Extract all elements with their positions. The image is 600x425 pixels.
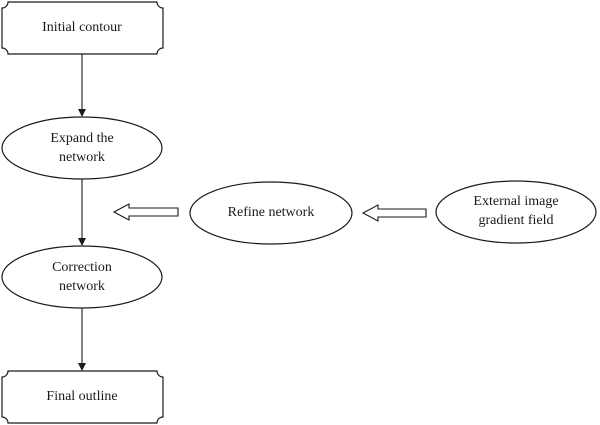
hollow-arrow-external-to-refine [361,204,427,222]
final-outline-label: Final outline [46,389,117,404]
external-field-ellipse [435,180,597,244]
expand-network-label-line1: Expand the [50,131,113,146]
arrowhead-correction-to-final [78,363,86,371]
external-field-label-line1: External image [473,194,558,209]
hollow-arrow-refine-to-main [112,203,179,221]
initial-contour-label: Initial contour [42,20,122,35]
correction-network-label-line1: Correction [52,260,112,275]
correction-network-ellipse [1,245,163,309]
expand-network-label-line2: network [59,150,105,165]
arrowhead-initial-to-expand [78,109,86,117]
correction-network-label-line2: network [59,279,105,294]
external-field-label-line2: gradient field [478,213,553,228]
arrowhead-expand-to-correction [78,238,86,246]
expand-network-ellipse [1,116,163,180]
refine-network-ellipse [189,181,353,245]
refine-network-label: Refine network [228,205,315,220]
initial-contour-box [1,1,164,55]
final-outline-box [1,370,164,424]
